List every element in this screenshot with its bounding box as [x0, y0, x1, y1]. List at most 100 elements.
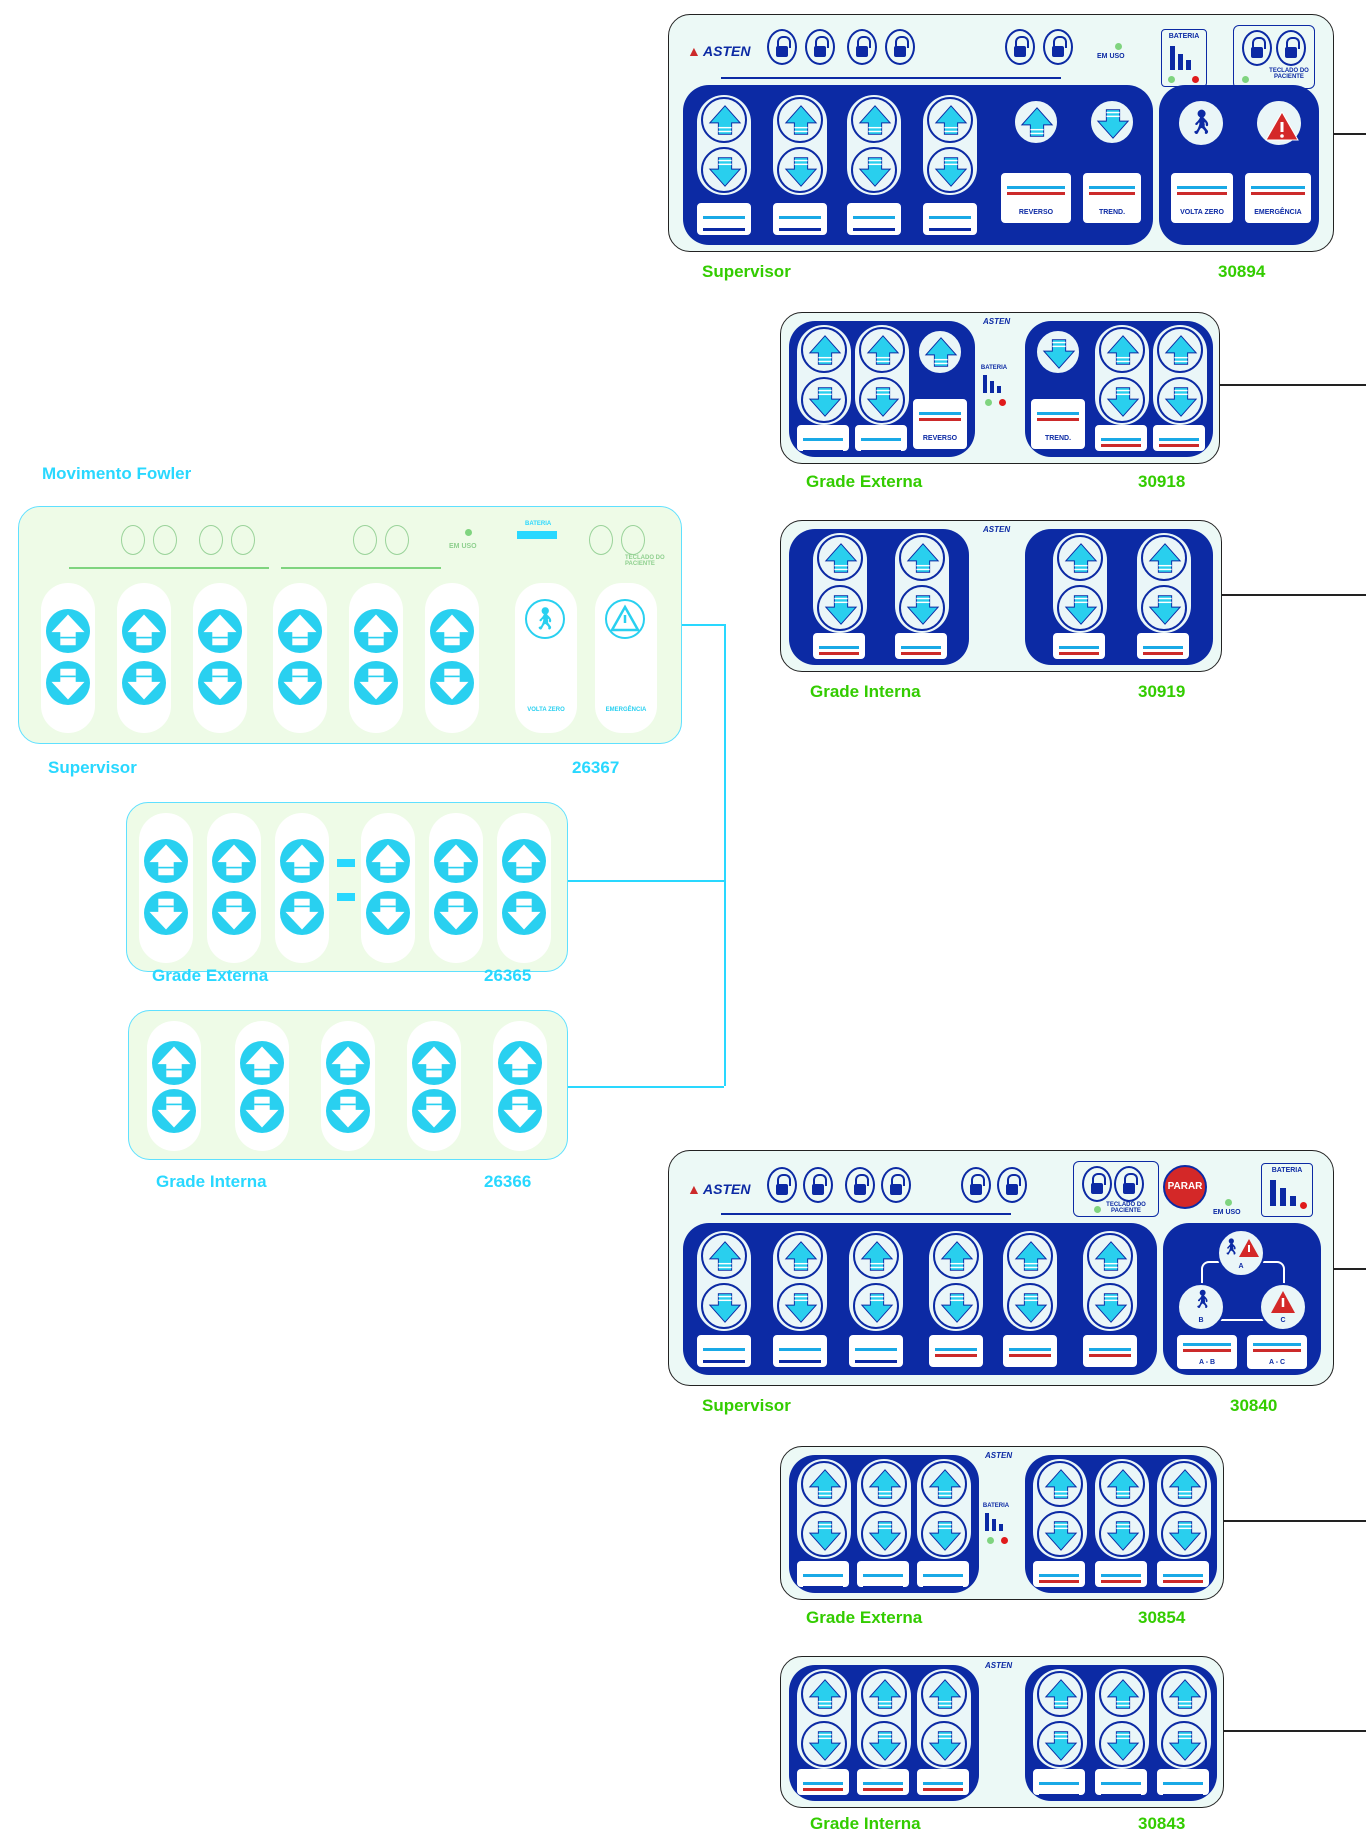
down-arrow-button[interactable]	[278, 661, 322, 705]
up-arrow-button[interactable]	[921, 1461, 967, 1507]
trend-button[interactable]: TREND.	[1031, 399, 1085, 449]
volta-zero-pill[interactable]: 🚶︎ VOLTA ZERO	[515, 583, 577, 733]
lock-open-icon[interactable]	[1242, 30, 1272, 66]
up-arrow-button[interactable]	[434, 839, 478, 883]
up-arrow-button[interactable]	[801, 1671, 847, 1717]
down-arrow-button[interactable]	[1099, 377, 1145, 423]
reverso-button[interactable]: REVERSO	[1001, 173, 1071, 223]
down-arrow-button[interactable]	[240, 1089, 284, 1133]
down-arrow-button[interactable]	[701, 147, 747, 193]
up-arrow-button[interactable]	[1087, 1233, 1133, 1279]
up-arrow-button[interactable]	[817, 535, 863, 581]
up-arrow-button[interactable]	[240, 1041, 284, 1085]
lock-closed-icon[interactable]	[805, 29, 835, 65]
down-arrow-button[interactable]	[430, 661, 474, 705]
down-arrow-button[interactable]	[777, 147, 823, 193]
up-arrow-button[interactable]	[1057, 535, 1103, 581]
down-arrow-button[interactable]	[1057, 585, 1103, 631]
down-arrow-button[interactable]	[280, 891, 324, 935]
down-arrow-button[interactable]	[1087, 1283, 1133, 1329]
up-arrow-button[interactable]	[326, 1041, 370, 1085]
down-arrow-button[interactable]	[921, 1721, 967, 1767]
emergencia-button[interactable]: EMERGÊNCIA	[1245, 173, 1311, 223]
a-combined-button[interactable]: 🚶︎ A	[1217, 1229, 1265, 1277]
lock-open-icon[interactable]	[767, 1167, 797, 1203]
up-arrow-button[interactable]	[1099, 1461, 1145, 1507]
down-arrow-button[interactable]	[701, 1283, 747, 1329]
up-arrow-button[interactable]	[1037, 1671, 1083, 1717]
up-arrow-button[interactable]	[498, 1041, 542, 1085]
down-arrow-button[interactable]	[861, 1511, 907, 1557]
lock-open-icon[interactable]	[845, 1167, 875, 1203]
down-arrow-button[interactable]	[801, 1721, 847, 1767]
down-arrow-button[interactable]	[1099, 1721, 1145, 1767]
up-arrow-button[interactable]	[152, 1041, 196, 1085]
up-arrow-button[interactable]	[412, 1041, 456, 1085]
up-arrow-button[interactable]	[1099, 1671, 1145, 1717]
down-arrow-button[interactable]	[434, 891, 478, 935]
trend-down-button[interactable]	[1035, 329, 1081, 375]
emergencia-pill[interactable]: EMERGÊNCIA	[595, 583, 657, 733]
down-arrow-button[interactable]	[1141, 585, 1187, 631]
down-arrow-button[interactable]	[921, 1511, 967, 1557]
reverso-up-button[interactable]	[917, 329, 963, 375]
up-arrow-button[interactable]	[1037, 1461, 1083, 1507]
down-arrow-button[interactable]	[899, 585, 945, 631]
up-arrow-button[interactable]	[777, 97, 823, 143]
up-arrow-button[interactable]	[280, 839, 324, 883]
lock-closed-icon[interactable]	[885, 29, 915, 65]
lock-closed-icon[interactable]	[1276, 30, 1306, 66]
up-arrow-button[interactable]	[46, 609, 90, 653]
down-arrow-button[interactable]	[1007, 1283, 1053, 1329]
down-arrow-button[interactable]	[198, 661, 242, 705]
up-arrow-button[interactable]	[899, 535, 945, 581]
down-arrow-button[interactable]	[1161, 1511, 1207, 1557]
down-arrow-button[interactable]	[1157, 377, 1203, 423]
down-arrow-button[interactable]	[326, 1089, 370, 1133]
down-arrow-button[interactable]	[861, 1721, 907, 1767]
down-arrow-button[interactable]	[927, 147, 973, 193]
lock-closed-icon[interactable]	[1114, 1166, 1144, 1202]
down-arrow-button[interactable]	[412, 1089, 456, 1133]
reverso-button[interactable]: REVERSO	[913, 399, 967, 449]
volta-zero-button[interactable]: VOLTA ZERO	[1171, 173, 1233, 223]
down-arrow-button[interactable]	[853, 1283, 899, 1329]
lock-closed-icon[interactable]	[1043, 29, 1073, 65]
lock-closed-icon[interactable]	[803, 1167, 833, 1203]
up-arrow-button[interactable]	[212, 839, 256, 883]
down-arrow-button[interactable]	[498, 1089, 542, 1133]
up-arrow-button[interactable]	[366, 839, 410, 883]
lock-closed-icon[interactable]	[997, 1167, 1027, 1203]
down-arrow-button[interactable]	[152, 1089, 196, 1133]
up-arrow-button[interactable]	[1007, 1233, 1053, 1279]
b-person-button[interactable]: 🚶︎ B	[1177, 1283, 1225, 1331]
up-arrow-button[interactable]	[851, 97, 897, 143]
up-arrow-button[interactable]	[1161, 1671, 1207, 1717]
up-arrow-button[interactable]	[853, 1233, 899, 1279]
up-arrow-button[interactable]	[430, 609, 474, 653]
up-arrow-button[interactable]	[1099, 327, 1145, 373]
a-c-button[interactable]: A - C	[1247, 1335, 1307, 1369]
up-arrow-button[interactable]	[144, 839, 188, 883]
down-arrow-button[interactable]	[801, 1511, 847, 1557]
down-arrow-button[interactable]	[366, 891, 410, 935]
down-arrow-button[interactable]	[777, 1283, 823, 1329]
lock-open-icon[interactable]	[847, 29, 877, 65]
down-arrow-button[interactable]	[46, 661, 90, 705]
down-arrow-button[interactable]	[1037, 1511, 1083, 1557]
up-arrow-button[interactable]	[921, 1671, 967, 1717]
up-arrow-button[interactable]	[701, 97, 747, 143]
volta-zero-person-button[interactable]: 🚶︎	[1177, 99, 1225, 147]
down-arrow-button[interactable]	[144, 891, 188, 935]
lock-open-icon[interactable]	[961, 1167, 991, 1203]
c-warning-button[interactable]: C	[1259, 1283, 1307, 1331]
up-arrow-button[interactable]	[122, 609, 166, 653]
up-arrow-button[interactable]	[927, 97, 973, 143]
up-arrow-button[interactable]	[859, 327, 905, 373]
up-arrow-button[interactable]	[1157, 327, 1203, 373]
down-arrow-button[interactable]	[1099, 1511, 1145, 1557]
parar-button[interactable]: PARAR	[1163, 1165, 1207, 1209]
emergencia-warning-button[interactable]	[1255, 99, 1303, 147]
down-arrow-button[interactable]	[122, 661, 166, 705]
trend-down-button[interactable]	[1089, 99, 1135, 145]
